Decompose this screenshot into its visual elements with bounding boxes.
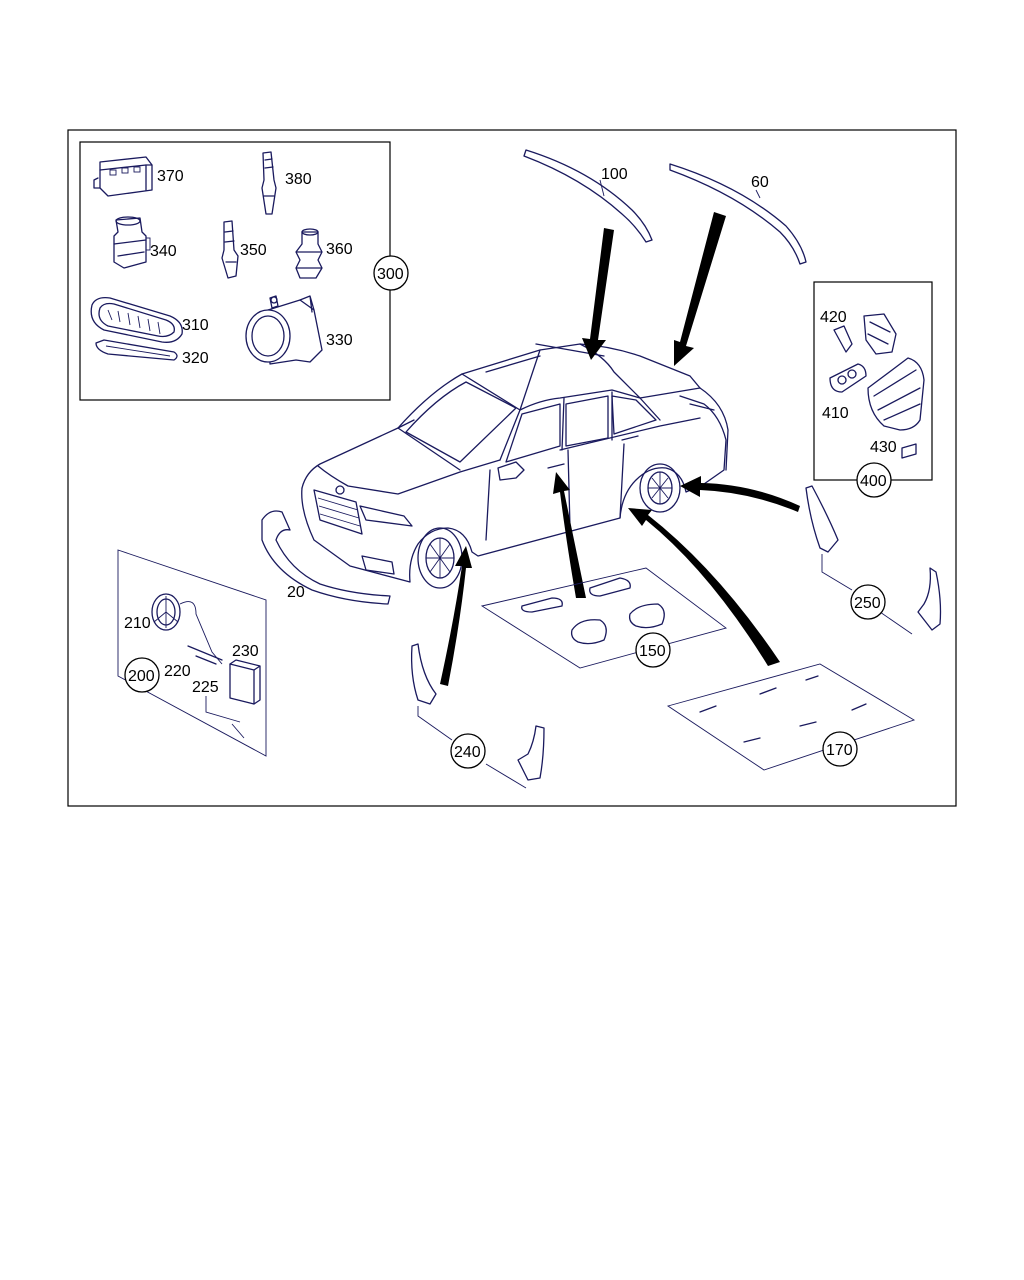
label-370: 370	[157, 168, 184, 185]
label-150: 150	[639, 643, 666, 660]
inset-170: 170	[666, 663, 916, 771]
part-170-strip-b-icon	[759, 687, 777, 695]
callout-400	[856, 462, 892, 498]
arrow-400	[680, 476, 800, 512]
part-100-roof-molding-icon	[523, 149, 653, 243]
label-60: 60	[751, 174, 769, 191]
label-240: 240	[454, 744, 481, 761]
part-350-terminal-icon	[221, 220, 239, 279]
callout-150	[635, 632, 671, 668]
callout-170	[822, 731, 858, 767]
arrow-150	[553, 472, 586, 598]
part-230-control-unit-icon	[229, 659, 261, 705]
label-420: 420	[820, 309, 847, 326]
leader-60	[755, 189, 761, 199]
label-350: 350	[240, 242, 267, 259]
callout-300	[373, 255, 409, 291]
part-150-cover-b-icon	[589, 577, 631, 597]
label-20: 20	[287, 584, 305, 601]
label-400: 400	[860, 473, 887, 490]
label-430: 430	[870, 439, 897, 456]
part-170-strip-a-icon	[699, 705, 717, 713]
callout-200	[124, 657, 160, 693]
inset-400: 420 410 430 400	[813, 281, 933, 498]
label-210: 210	[124, 615, 151, 632]
part-430-seal-icon	[901, 443, 917, 459]
part-150-cover-d-icon	[628, 603, 665, 629]
part-170-strip-d-icon	[743, 737, 761, 743]
label-360: 360	[326, 241, 353, 258]
part-170-strip-e-icon	[799, 721, 817, 727]
part-150-cover-c-icon	[570, 619, 607, 645]
part-240-mud-flaps: 240	[410, 643, 545, 789]
part-240-flap-left-icon	[410, 643, 437, 705]
part-250-mud-flaps: 250	[805, 485, 942, 635]
inset-200: 210 220 225 230 200	[117, 549, 267, 757]
part-320-strip-icon	[95, 339, 178, 361]
inset-300: 370 380 340 350 360	[79, 141, 409, 401]
part-370-relay-icon	[93, 156, 153, 197]
part-250-flap-left-icon	[805, 485, 839, 553]
part-170-strip-f-icon	[851, 703, 867, 711]
part-250-flap-right-icon	[917, 567, 942, 631]
inset-200-frame	[117, 549, 267, 757]
inset-150-frame	[480, 567, 728, 669]
label-170: 170	[826, 742, 853, 759]
leader-100	[599, 179, 605, 197]
callout-250	[850, 584, 886, 620]
arrow-170	[628, 508, 780, 666]
label-250: 250	[854, 595, 881, 612]
arrow-60	[674, 212, 726, 366]
part-240-flap-right-icon	[517, 725, 545, 781]
label-300: 300	[377, 266, 404, 283]
arrow-240	[440, 546, 472, 686]
label-225: 225	[192, 679, 219, 696]
diagram-frame	[67, 129, 957, 807]
part-210-emblem-icon	[151, 593, 181, 631]
inset-170-frame	[666, 663, 916, 771]
part-20-front-spoiler-icon	[261, 510, 391, 605]
part-330-fog-lamp-icon	[245, 295, 323, 365]
label-380: 380	[285, 171, 312, 188]
part-420-lamp-housing-icon	[833, 313, 897, 355]
part-170-strip-c-icon	[805, 675, 819, 681]
part-310-grille-icon	[90, 297, 183, 343]
label-100: 100	[601, 166, 628, 183]
part-360-grommet-icon	[295, 228, 323, 279]
callout-240	[450, 733, 486, 769]
car-body	[301, 343, 729, 589]
part-410-bulb-holder-icon	[829, 363, 867, 393]
arrow-100	[582, 228, 614, 360]
part-220-wire-icon	[179, 601, 223, 665]
part-150-cover-a-icon	[521, 597, 563, 613]
part-380-terminal-icon	[261, 151, 277, 215]
label-340: 340	[150, 243, 177, 260]
label-330: 330	[326, 332, 353, 349]
part-tail-lamp-icon	[867, 357, 925, 431]
inset-150: 150	[480, 567, 728, 669]
label-310: 310	[182, 317, 209, 334]
label-220: 220	[164, 663, 191, 680]
part-340-sensor-icon	[113, 216, 151, 269]
label-200: 200	[128, 668, 155, 685]
label-320: 320	[182, 350, 209, 367]
part-60-roof-molding-icon	[669, 163, 807, 265]
label-410: 410	[822, 405, 849, 422]
label-230: 230	[232, 643, 259, 660]
